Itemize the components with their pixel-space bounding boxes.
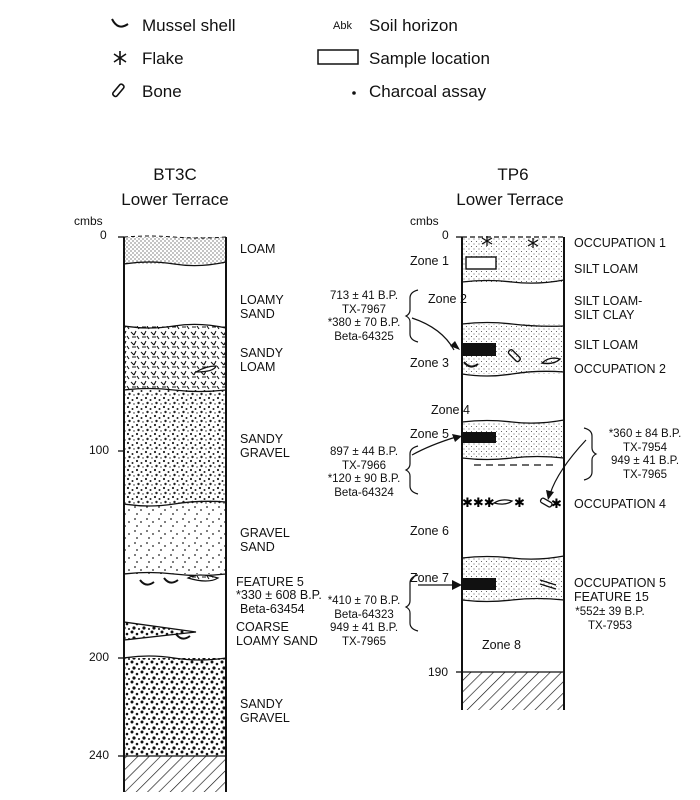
tp6-title: TP6 (458, 165, 568, 185)
sample-block (462, 432, 496, 443)
sample-location-icon (318, 50, 358, 64)
bt3c-layer-label: LOAM (240, 242, 275, 256)
date-line: Beta-64325 (318, 331, 410, 345)
bt3c-layer-label: SANDY GRAVEL (240, 432, 300, 460)
flake-icon: ✱ (514, 495, 525, 510)
legend-bone-label: Bone (142, 82, 182, 102)
date-line: *410 ± 70 B.P. (318, 595, 410, 609)
tp6-zone-label: Zone 1 (410, 254, 449, 268)
date-line: Beta-64324 (318, 487, 410, 501)
tp6-feature-label: FEATURE 15 (574, 590, 649, 604)
tp6-date-block-feature15: *552± 39 B.P. TX-7953 (560, 606, 660, 633)
bt3c-layer-label: SANDY GRAVEL (240, 697, 300, 725)
bt3c-depth-100: 100 (89, 443, 109, 457)
bt3c-depth-240: 240 (89, 748, 109, 762)
date-line: *552± 39 B.P. (560, 606, 660, 620)
bone-icon (112, 83, 125, 97)
date-line: 949 ± 41 B.P. (318, 622, 410, 636)
tp6-zone-label: Zone 3 (410, 356, 449, 370)
tp6-depth-unit: cmbs (410, 214, 439, 228)
date-line: 897 ± 44 B.P. (318, 446, 410, 460)
tp6-zone-label: Zone 4 (431, 403, 470, 417)
tp6-occupation-label: OCCUPATION 2 (574, 362, 666, 376)
bt3c-layer-label: FEATURE 5 (236, 575, 304, 589)
tp6-soil-label: SILT LOAM (574, 262, 638, 276)
tp6-date-block-zone2: 713 ± 41 B.P. TX-7967 *380 ± 70 B.P. Bet… (318, 290, 410, 344)
date-line: TX-7954 (596, 442, 694, 456)
bt3c-feature5-date: *330 ± 608 B.P. (236, 588, 322, 602)
date-line: TX-7966 (318, 460, 410, 474)
sample-block (462, 578, 496, 590)
legend-soil-horizon-abbr: Abk (333, 20, 352, 32)
bt3c-layer-label: LOAMY SAND (240, 293, 300, 321)
bt3c-layer-label: GRAVEL SAND (240, 526, 300, 554)
tp6-occupation-label: OCCUPATION 1 (574, 236, 666, 250)
tp6-zone-label: Zone 6 (410, 524, 449, 538)
charcoal-dot-icon (352, 91, 356, 95)
sample-location-box (466, 257, 496, 269)
bt3c-depth-0: 0 (100, 228, 107, 242)
date-line: *360 ± 84 B.P. (596, 428, 694, 442)
tp6-occupation-label: OCCUPATION 5 (574, 576, 666, 590)
bt3c-layer-label: COARSE LOAMY SAND (236, 620, 331, 648)
flake-icon: ✱✱✱ (462, 495, 495, 510)
legend-mussel-shell-label: Mussel shell (142, 16, 236, 36)
tp6-zone-label: Zone 2 (428, 292, 467, 306)
tp6-soil-label: SILT LOAM- (574, 294, 642, 308)
date-line: TX-7965 (596, 469, 694, 483)
legend-soil-horizon-label: Soil horizon (369, 16, 458, 36)
tp6-zone-label: Zone 7 (410, 571, 449, 585)
date-line: 949 ± 41 B.P. (596, 455, 694, 469)
bt3c-depth-unit: cmbs (74, 214, 103, 228)
bt3c-subtitle: Lower Terrace (105, 190, 245, 210)
bt3c-title: BT3C (120, 165, 230, 185)
mussel-shell-icon (112, 19, 128, 27)
date-line: TX-7965 (318, 636, 410, 650)
tp6-date-block-zone7: *410 ± 70 B.P. Beta-64323 949 ± 41 B.P. … (318, 595, 410, 649)
date-line: *120 ± 90 B.P. (318, 473, 410, 487)
legend-flake-label: Flake (142, 49, 184, 69)
legend-sample-location-label: Sample location (369, 49, 490, 69)
date-line: TX-7967 (318, 304, 410, 318)
tp6-occupation-label: OCCUPATION 4 (574, 497, 666, 511)
date-line: TX-7953 (560, 620, 660, 634)
tp6-soil-label: SILT CLAY (574, 308, 634, 322)
tp6-soil-label: SILT LOAM (574, 338, 638, 352)
tp6-zone-label: Zone 8 (482, 638, 521, 652)
tp6-subtitle: Lower Terrace (440, 190, 580, 210)
tp6-depth-190: 190 (428, 665, 448, 679)
bt3c-feature5-lab: Beta-63454 (240, 602, 305, 616)
tp6-date-block-right: *360 ± 84 B.P. TX-7954 949 ± 41 B.P. TX-… (596, 428, 694, 482)
bt3c-depth-200: 200 (89, 650, 109, 664)
flake-icon (114, 51, 126, 65)
tp6-date-block-zone5: 897 ± 44 B.P. TX-7966 *120 ± 90 B.P. Bet… (318, 446, 410, 500)
tp6-depth-0: 0 (442, 228, 449, 242)
flake-icon: ✱ (551, 496, 562, 511)
tp6-zone-label: Zone 5 (410, 427, 449, 441)
date-line: *380 ± 70 B.P. (318, 317, 410, 331)
bt3c-layer-label: SANDY LOAM (240, 346, 300, 374)
bt3c-column (118, 236, 226, 792)
date-line: Beta-64323 (318, 609, 410, 623)
date-line: 713 ± 41 B.P. (318, 290, 410, 304)
legend-charcoal-assay-label: Charcoal assay (369, 82, 486, 102)
sample-block (462, 343, 496, 356)
